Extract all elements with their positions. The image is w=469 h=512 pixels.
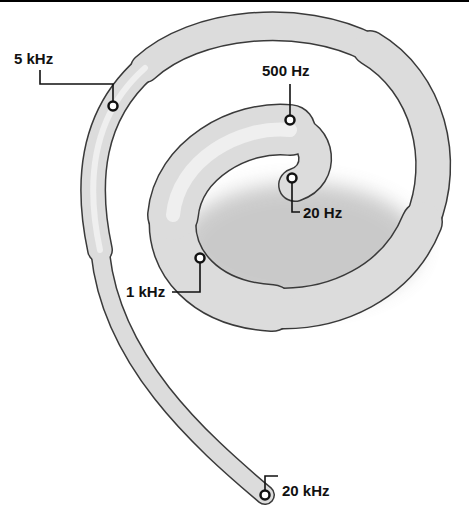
frequency-label: 500 Hz	[262, 62, 310, 80]
band-fill-segment	[145, 26, 370, 68]
leader-line	[40, 70, 113, 101]
leader-line	[265, 476, 278, 490]
frequency-point	[286, 116, 295, 125]
leader-line	[289, 84, 291, 115]
band-highlight	[93, 68, 290, 250]
band-outline-segment	[173, 130, 290, 215]
leader-line	[292, 183, 300, 212]
leader-lines	[40, 70, 300, 490]
band-fill-segment	[370, 48, 433, 222]
band-fill	[93, 26, 433, 495]
band-fill-segment	[93, 68, 145, 250]
band-outline-segment	[370, 48, 433, 222]
frequency-label: 1 kHz	[126, 283, 165, 301]
band-outline-segment	[272, 222, 422, 308]
frequency-label: 20 Hz	[303, 204, 342, 222]
band-outline-segment	[93, 68, 145, 250]
band-highlight-segment	[173, 130, 290, 215]
frequency-point	[109, 102, 118, 111]
top-rule	[0, 0, 469, 2]
band-outline	[93, 26, 433, 495]
band-outline-segment	[145, 26, 370, 68]
leader-line	[172, 263, 200, 292]
band-highlight-segment	[93, 68, 145, 250]
band-fill-segment	[173, 130, 290, 215]
frequency-point	[261, 491, 270, 500]
frequency-point	[288, 174, 297, 183]
frequency-label: 20 kHz	[282, 482, 330, 500]
band-fill-segment	[272, 222, 422, 308]
frequency-label: 5 kHz	[14, 50, 53, 68]
frequency-points	[109, 102, 297, 500]
frequency-point	[196, 254, 205, 263]
